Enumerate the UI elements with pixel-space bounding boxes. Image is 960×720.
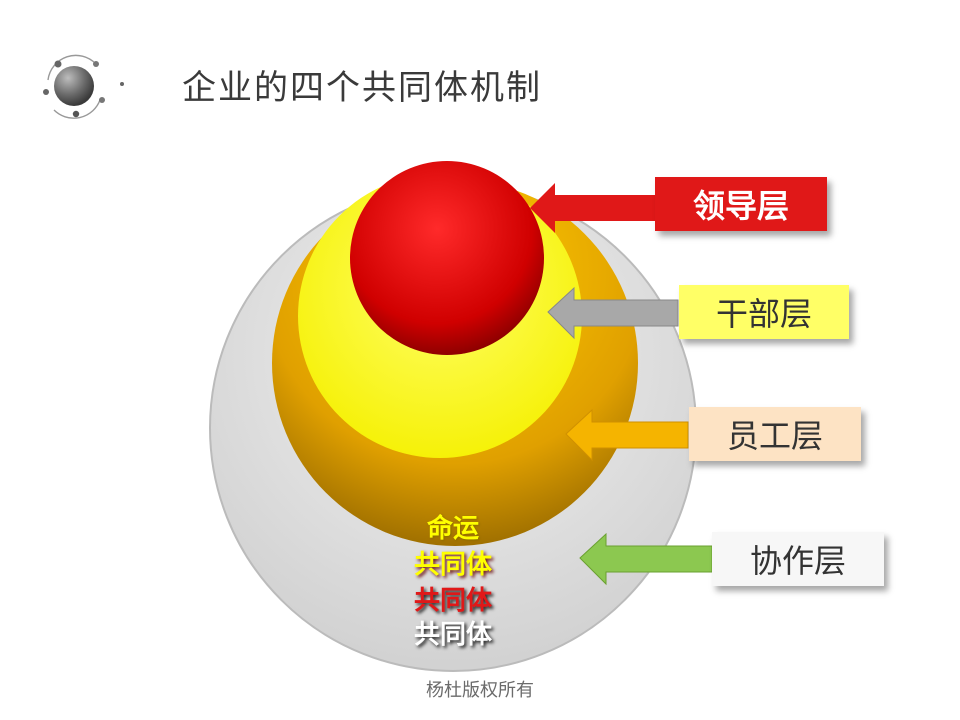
collab-layer-label: 协作层 [712,532,884,586]
copyright-footer: 杨杜版权所有 [426,680,534,701]
inner-label-community-white: 共同体 [413,620,492,650]
leader-arrow-icon [530,183,655,233]
staff-arrow-icon [565,408,689,462]
decorative-orbit-logo-icon [43,54,124,119]
inner-label-community-yellow: 共同体 [413,550,492,580]
leader-circle [350,161,544,355]
inner-label-fate: 命运 [426,514,479,544]
cadre-arrow-icon [547,286,679,340]
page-title: 企业的四个共同体机制 [182,68,542,108]
cadre-layer-label: 干部层 [679,285,849,339]
leader-layer-label: 领导层 [655,177,827,231]
inner-label-community-red: 共同体 [413,586,492,616]
staff-layer-label: 员工层 [689,407,861,461]
